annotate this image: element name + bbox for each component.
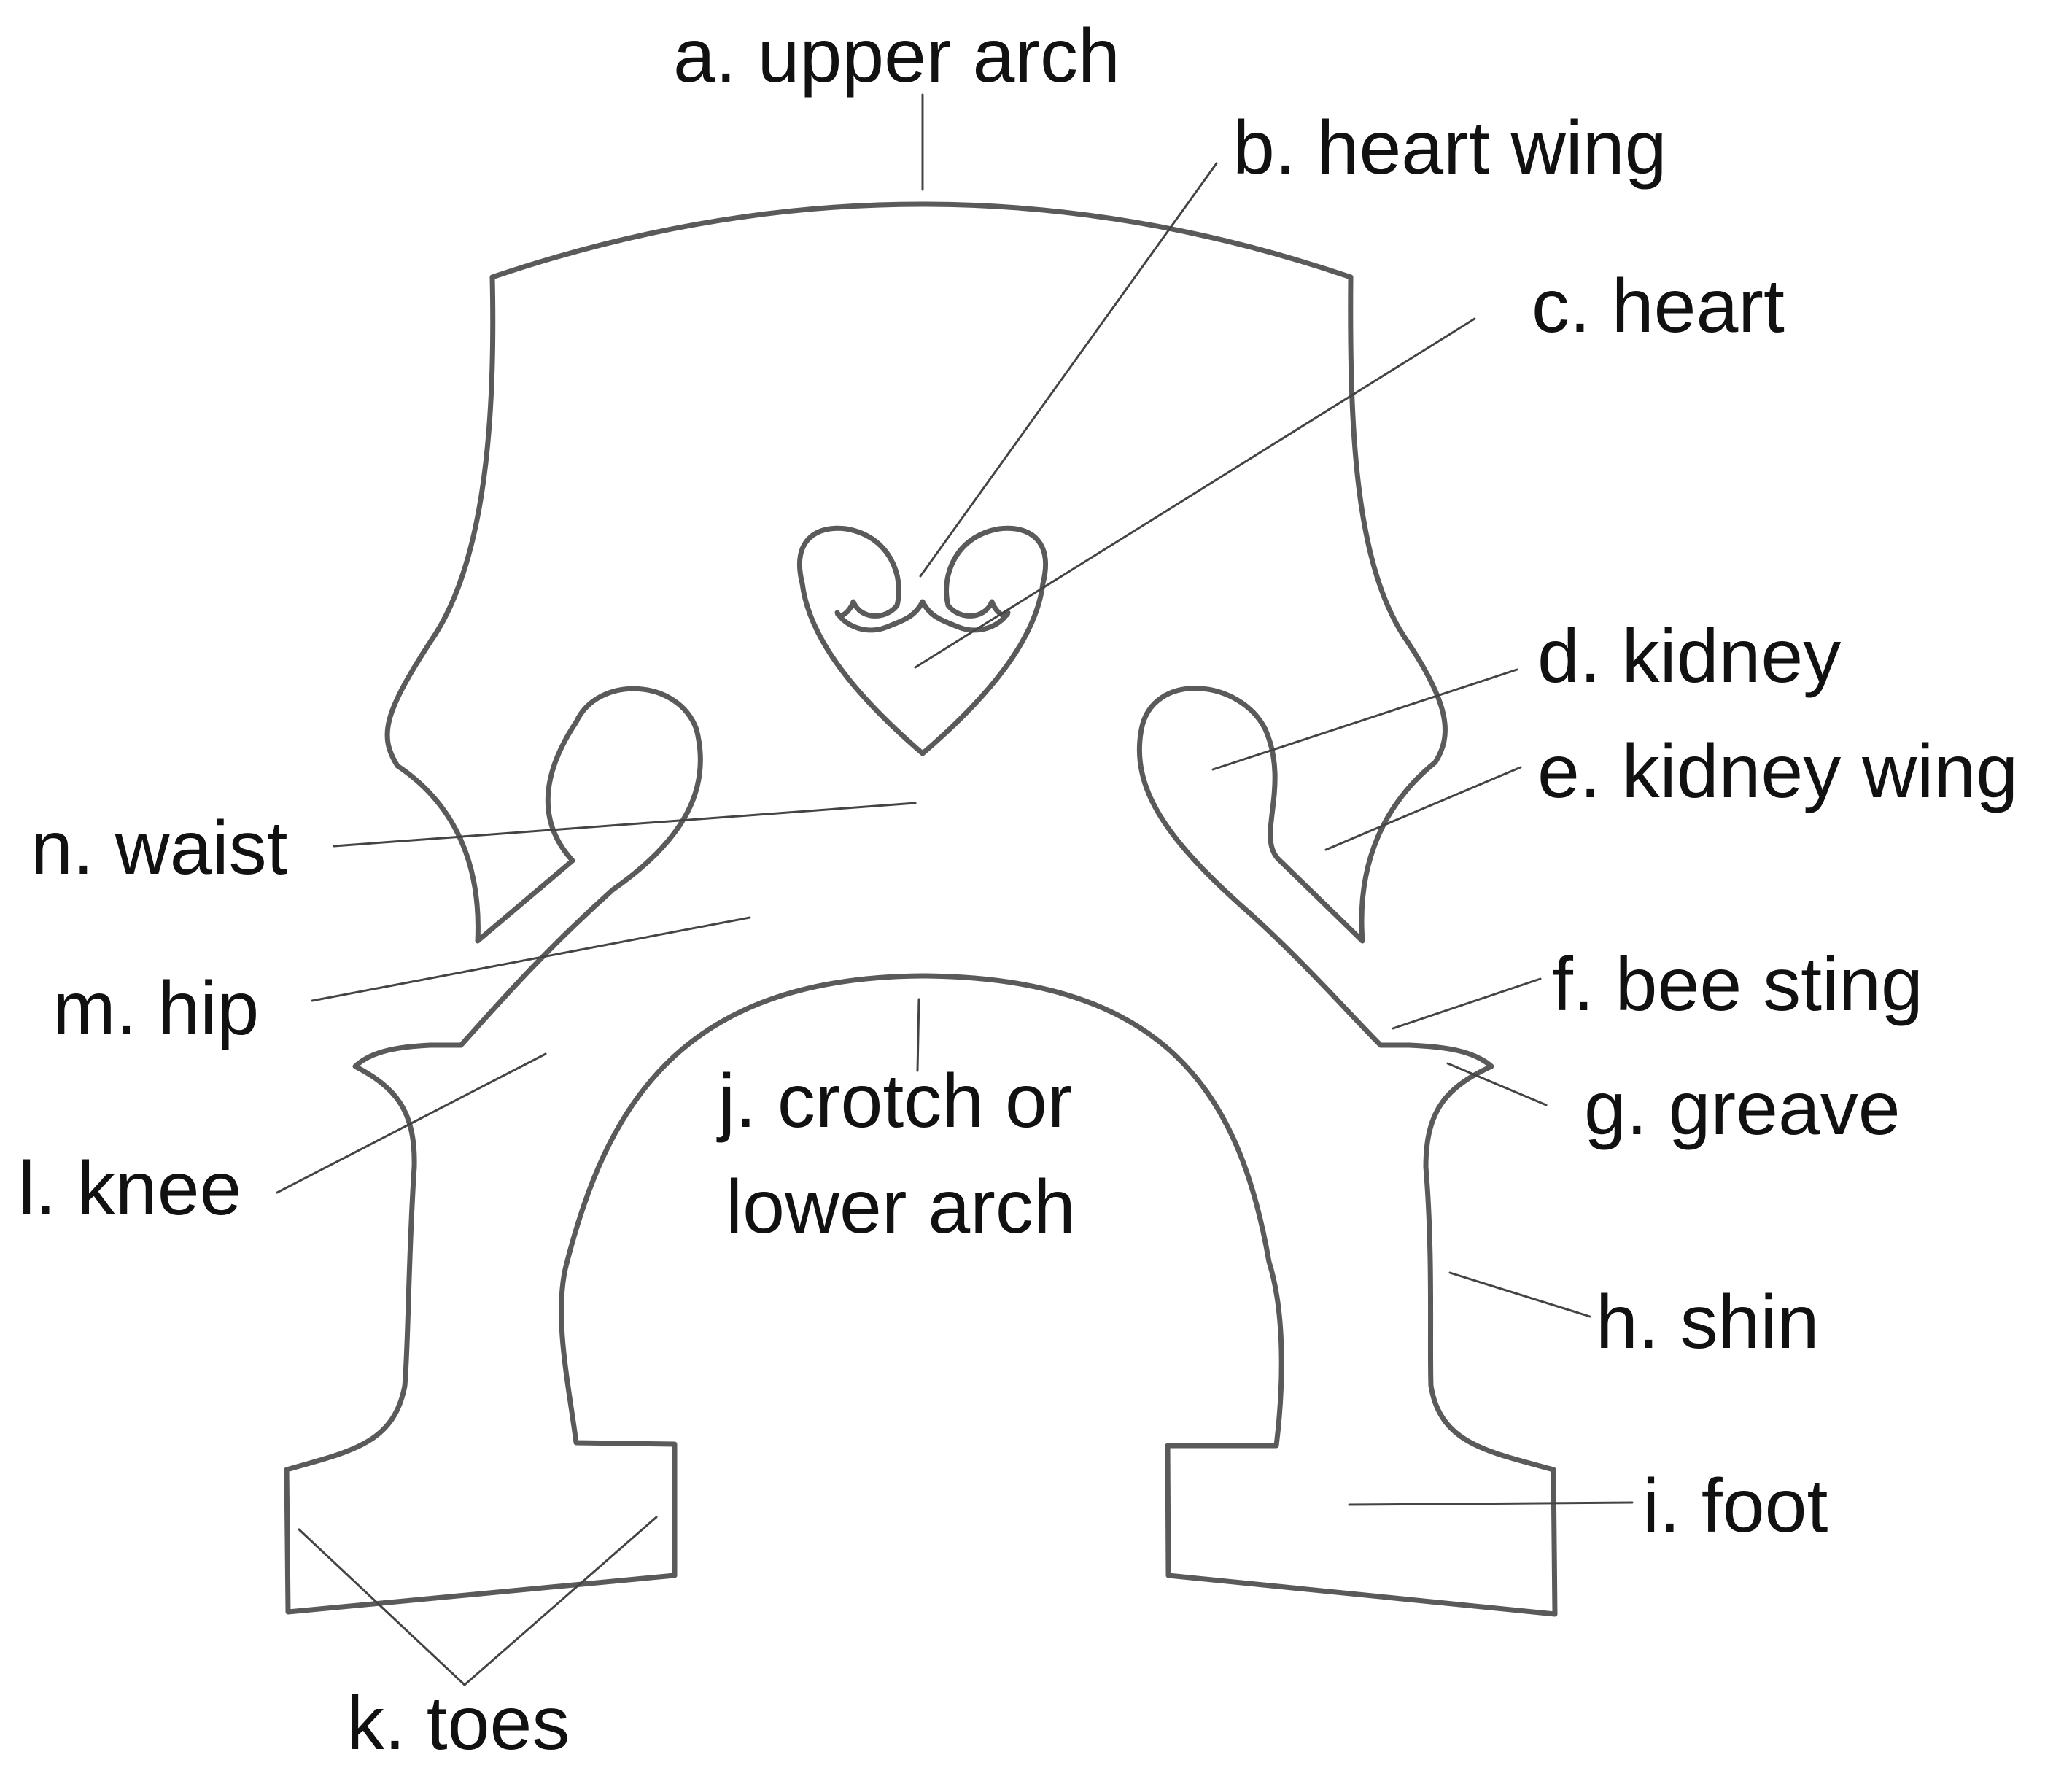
leader-waist bbox=[333, 802, 917, 848]
leader-heart bbox=[914, 317, 1476, 669]
leader-kidney-wing bbox=[1324, 766, 1522, 851]
leader-heart-wing bbox=[919, 162, 1218, 578]
label-foot: i. foot bbox=[1642, 1464, 1828, 1548]
label-toes: k. toes bbox=[346, 1681, 570, 1766]
label-knee: l. knee bbox=[18, 1147, 241, 1231]
label-kidney: d. kidney bbox=[1537, 614, 1841, 699]
leader-knee bbox=[276, 1052, 547, 1194]
leader-toes-right bbox=[463, 1516, 658, 1686]
leader-bee-sting bbox=[1392, 977, 1542, 1030]
leader-foot bbox=[1348, 1501, 1634, 1506]
leader-kidney bbox=[1211, 668, 1518, 771]
label-shin: h. shin bbox=[1596, 1280, 1819, 1365]
bridge-outline bbox=[284, 201, 1558, 1617]
leader-greave bbox=[1446, 1062, 1548, 1106]
label-upper-arch: a. upper arch bbox=[673, 14, 1120, 98]
label-waist: n. waist bbox=[31, 806, 288, 891]
label-bee-sting: f. bee sting bbox=[1552, 942, 1923, 1027]
label-greave: g. greave bbox=[1584, 1066, 1901, 1151]
label-crotch-line1: j. crotch or bbox=[716, 1059, 1072, 1144]
label-heart: c. heart bbox=[1532, 264, 1785, 349]
leader-hip bbox=[311, 916, 751, 1002]
label-crotch-line2: lower arch bbox=[726, 1165, 1076, 1249]
label-kidney-wing: e. kidney wing bbox=[1537, 729, 2018, 814]
label-heart-wing: b. heart wing bbox=[1233, 106, 1666, 190]
leader-shin bbox=[1448, 1271, 1591, 1318]
leader-toes-left bbox=[298, 1528, 466, 1686]
leader-crotch bbox=[916, 998, 920, 1072]
heart-outline bbox=[796, 525, 1049, 756]
label-hip: m. hip bbox=[53, 966, 259, 1051]
